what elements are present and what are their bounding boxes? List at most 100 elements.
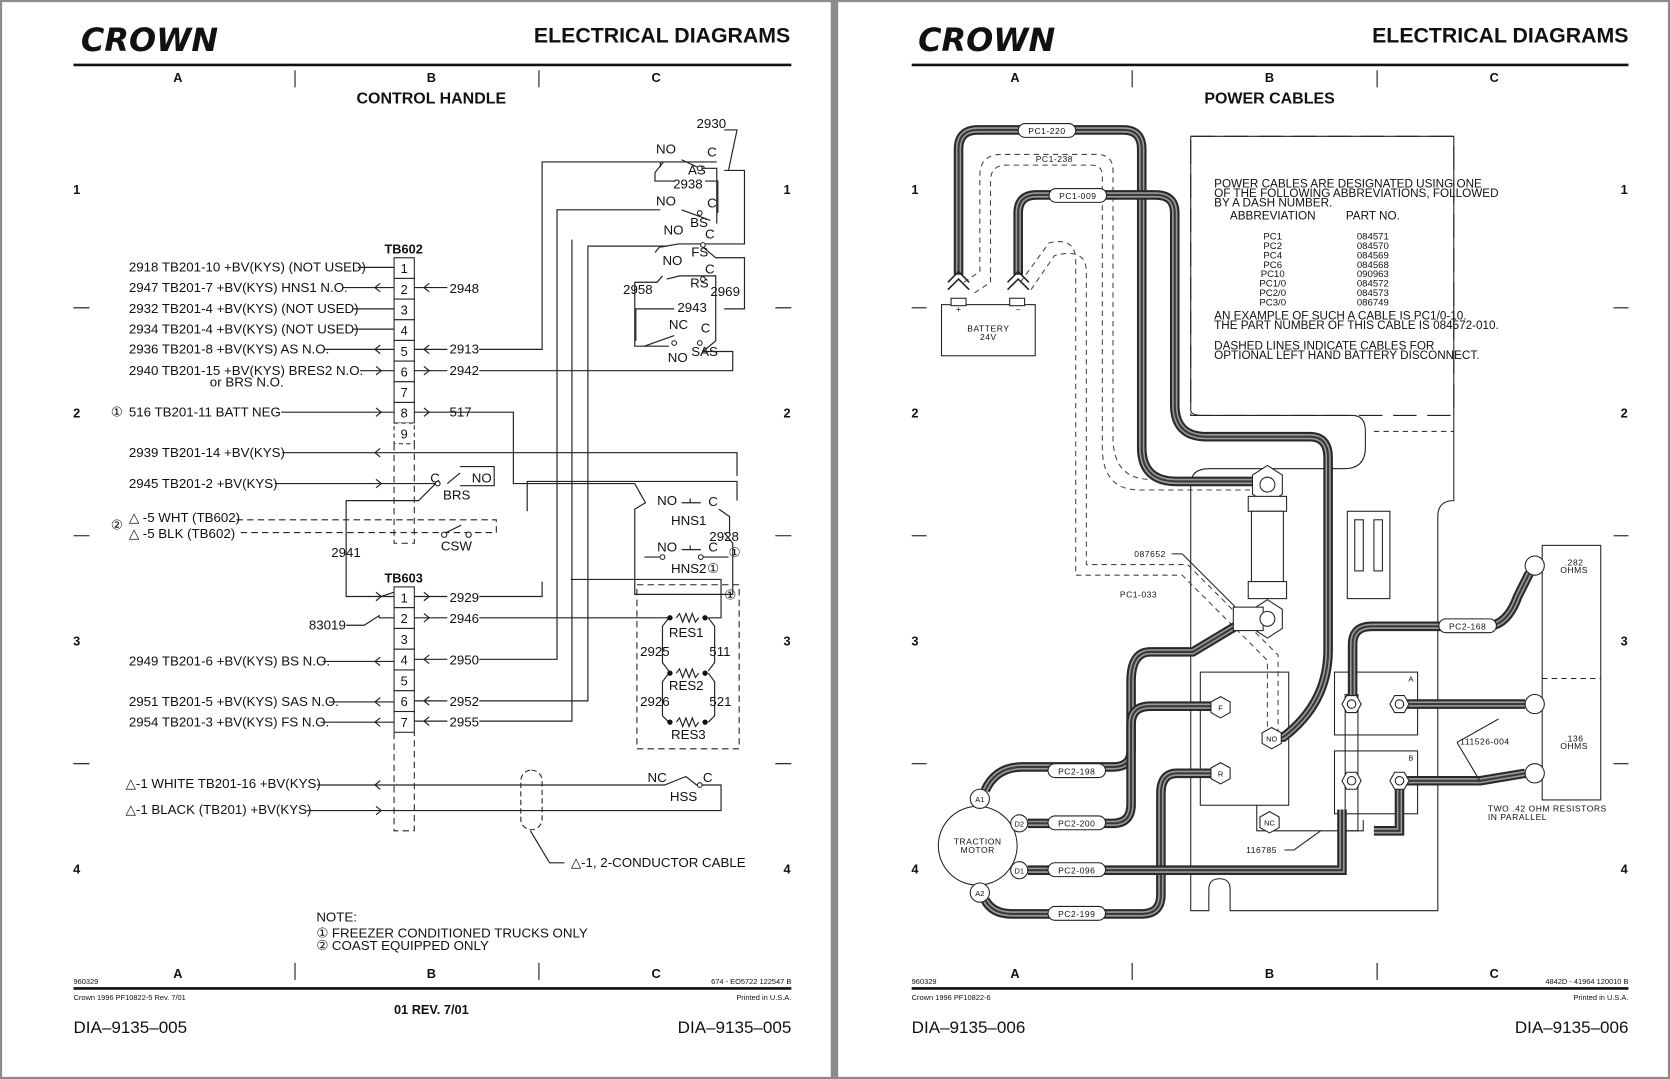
svg-text:3: 3	[911, 633, 918, 648]
svg-text:△ -5 BLK (TB602): △ -5 BLK (TB602)	[129, 526, 235, 541]
cable-tag-label: PC2-199	[1058, 909, 1095, 919]
svg-text:△-1 WHITE TB201-16 +BV(KYS): △-1 WHITE TB201-16 +BV(KYS)	[126, 776, 321, 791]
svg-text:HNS1: HNS1	[671, 513, 706, 528]
terminal-number: 3	[401, 302, 408, 317]
svg-text:AS: AS	[688, 163, 706, 178]
cable-tag-label: PC2-198	[1058, 766, 1095, 776]
svg-text:NO: NO	[657, 493, 677, 508]
svg-text:FS: FS	[691, 245, 708, 260]
svg-text:OHMS: OHMS	[1560, 565, 1588, 575]
terminal-number: 1	[401, 590, 408, 605]
svg-text:C: C	[705, 262, 715, 277]
terminal-number: 6	[401, 364, 408, 379]
part-number: 086749	[1357, 297, 1389, 308]
svg-text:THE PART NUMBER OF THIS CABLE: THE PART NUMBER OF THIS CABLE IS 084572-…	[1214, 319, 1499, 332]
svg-text:PART NO.: PART NO.	[1346, 209, 1400, 222]
right-row-markers: 1 1 2 2 3 3 4 4	[911, 182, 1628, 877]
svg-text:2928: 2928	[709, 529, 739, 544]
abbreviation: PC6	[1263, 260, 1282, 271]
svg-text:C: C	[701, 320, 711, 335]
svg-text:C: C	[1490, 966, 1499, 981]
svg-text:IN PARALLEL: IN PARALLEL	[1488, 812, 1547, 822]
svg-text:or BRS N.O.: or BRS N.O.	[210, 375, 284, 390]
svg-text:NO: NO	[657, 540, 677, 555]
cable-labels: PC1-220PC1-238PC1-009PC1-033PC2-168PC2-1…	[1017, 123, 1497, 921]
svg-text:①: ①	[724, 588, 736, 603]
crown-logo: CROWN	[81, 21, 218, 59]
svg-text:△-1 BLACK (TB201) +BV(KYS): △-1 BLACK (TB201) +BV(KYS)	[126, 802, 312, 817]
left-row-markers: 1 1 2 2 3 3 4 4	[73, 182, 791, 877]
terminal-number: 5	[401, 344, 408, 359]
svg-text:4842D - 41964 120010 B: 4842D - 41964 120010 B	[1545, 977, 1628, 986]
svg-text:516 TB201-11 BATT NEG: 516 TB201-11 BATT NEG	[129, 404, 281, 419]
svg-text:2951 TB201-5 +BV(KYS) SAS N.O.: 2951 TB201-5 +BV(KYS) SAS N.O.	[129, 694, 339, 709]
svg-text:4: 4	[911, 861, 919, 876]
terminal-number: 7	[401, 385, 408, 400]
dia-number-left: DIA–9135–005	[73, 1018, 187, 1037]
svg-text:D1: D1	[1014, 866, 1024, 875]
hns-and-resistors: NO C HNS1 2928 ① NO C HNS2 ① ① RES1 2925…	[526, 480, 740, 750]
svg-text:C: C	[1490, 70, 1499, 85]
svg-text:NC: NC	[1264, 818, 1275, 827]
svg-text:△ -5 WHT (TB602): △ -5 WHT (TB602)	[129, 510, 240, 525]
svg-text:NO: NO	[1266, 734, 1277, 743]
cable-tag	[1047, 763, 1107, 779]
svg-text:NO: NO	[656, 194, 676, 209]
svg-text:2969: 2969	[710, 284, 740, 299]
part-number: 090963	[1357, 269, 1389, 280]
svg-text:2925: 2925	[640, 644, 670, 659]
terminal-number: 2	[401, 282, 408, 297]
tb602-right-labels: 2948 2913 2942 517	[449, 281, 479, 420]
svg-text:ABBREVIATION: ABBREVIATION	[1230, 209, 1316, 222]
svg-text:2946: 2946	[449, 611, 479, 626]
svg-text:4: 4	[784, 861, 792, 876]
svg-text:01 REV. 7/01: 01 REV. 7/01	[394, 1002, 469, 1017]
svg-text:BATTERY: BATTERY	[967, 323, 1009, 333]
svg-text:2939 TB201-14 +BV(KYS): 2939 TB201-14 +BV(KYS)	[129, 445, 285, 460]
tb602-left-labels: 2918 TB201-10 +BV(KYS) (NOT USED) 2947 T…	[111, 260, 366, 420]
terminal-number: 1	[401, 261, 408, 276]
svg-text:①: ①	[111, 404, 123, 419]
cable-tag-label: PC1-009	[1059, 191, 1096, 201]
cable-info-box: POWER CABLES ARE DESIGNATED USING ONE OF…	[1190, 135, 1499, 416]
svg-text:2: 2	[784, 406, 791, 421]
svg-text:Crown 1996 PF10822-5 Rev. 7/01: Crown 1996 PF10822-5 Rev. 7/01	[73, 993, 185, 1002]
svg-text:NOTE:: NOTE:	[316, 909, 357, 924]
svg-text:960329: 960329	[73, 977, 98, 986]
svg-text:C: C	[708, 494, 718, 509]
terminal-number: 9	[401, 426, 408, 441]
dia-number-right: DIA–9135–005	[678, 1018, 792, 1037]
cable-tag	[1047, 862, 1107, 878]
header-title: ELECTRICAL DIAGRAMS	[1372, 24, 1628, 48]
svg-text:–: –	[1016, 304, 1021, 314]
abbreviation: PC1	[1263, 232, 1282, 243]
part-number: 084573	[1357, 288, 1389, 299]
cable-tag	[1047, 905, 1107, 921]
terminal-number: 4	[401, 653, 408, 668]
svg-text:511: 511	[709, 644, 730, 659]
svg-text:OHMS: OHMS	[1560, 741, 1588, 751]
part-number: 084568	[1357, 260, 1389, 271]
tb602-title: TB602	[384, 242, 422, 257]
cable-tag	[1048, 187, 1108, 203]
cable-tag	[1438, 618, 1497, 634]
svg-text:B: B	[1265, 966, 1274, 981]
svg-text:CSW: CSW	[441, 539, 472, 554]
svg-text:2943: 2943	[677, 300, 707, 315]
tb603-labels: 83019 2949 TB201-6 +BV(KYS) BS N.O. 2951…	[129, 161, 669, 729]
svg-text:RES3: RES3	[671, 727, 706, 742]
svg-text:NO: NO	[472, 471, 492, 486]
abbreviation: PC2	[1263, 241, 1282, 252]
svg-text:087652: 087652	[1134, 549, 1166, 559]
optional-dashed-cables	[963, 153, 1279, 735]
svg-text:①: ①	[707, 561, 719, 576]
svg-text:②: ②	[111, 517, 123, 532]
dia-number-left: DIA–9135–006	[912, 1018, 1026, 1037]
svg-text:2: 2	[911, 406, 918, 421]
svg-text:A2: A2	[975, 889, 984, 898]
cable-tag-label: PC2-096	[1058, 865, 1095, 875]
svg-text:111526-004: 111526-004	[1460, 737, 1510, 747]
svg-text:F: F	[1218, 703, 1223, 712]
